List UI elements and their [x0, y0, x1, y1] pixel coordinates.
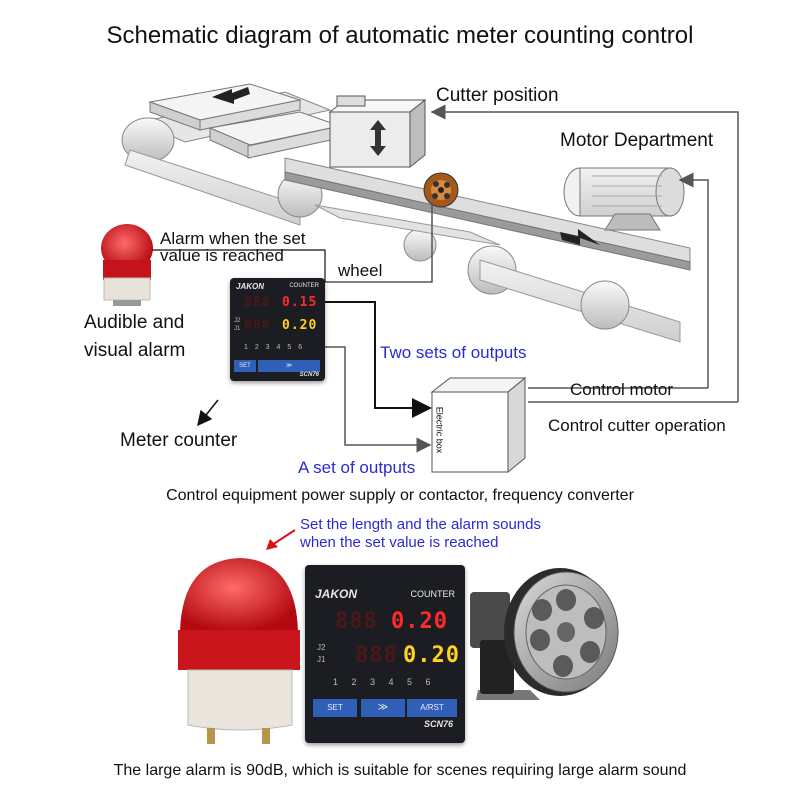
large-alarm-light — [178, 558, 300, 744]
bottom-caption: The large alarm is 90dB, which is suitab… — [113, 762, 687, 779]
wiring — [152, 249, 432, 453]
cutter-position-label: Cutter position — [436, 85, 559, 106]
control-motor-label: Control motor — [570, 380, 673, 399]
counter-top-value: 0.15 — [282, 295, 318, 310]
wheel-label: wheel — [338, 261, 383, 280]
alarm-when-label-line1: Alarm when the set — [160, 229, 306, 248]
counter-bottom-value-large: 0.20 — [403, 643, 460, 668]
audible-label-line2: visual alarm — [84, 340, 186, 361]
counter-j1-label-large: J1 — [317, 655, 326, 664]
control-equipment-caption: Control equipment power supply or contac… — [166, 487, 634, 504]
two-sets-outputs-label: Two sets of outputs — [380, 343, 527, 362]
cutter-unit — [328, 95, 427, 169]
counter-key-numbers: 1 2 3 4 5 6 — [244, 344, 303, 351]
set-length-note-line1: Set the length and the alarm sounds — [300, 516, 541, 533]
counter-bottom-dim-digits: 888 — [244, 318, 271, 333]
set-length-note-line2: when the set value is reached — [300, 534, 499, 551]
electric-box-label: Electric box — [434, 406, 445, 454]
counter-model: SCN76 — [299, 372, 319, 378]
counter-word-large: COUNTER — [410, 589, 456, 599]
large-measuring-wheel — [470, 568, 619, 700]
red-pointer-arrow — [266, 529, 296, 550]
counter-arrow-button[interactable]: ≫ — [258, 360, 320, 372]
upper-conveyor — [121, 83, 342, 226]
counter-word: COUNTER — [289, 283, 319, 289]
control-cutter-label: Control cutter operation — [548, 416, 726, 435]
counter-set-button-large[interactable]: SET — [313, 699, 357, 717]
meter-counter-label: Meter counter — [120, 430, 238, 451]
alarm-when-label-line2: value is reached — [160, 246, 284, 265]
counter-j1-label: J1 — [234, 326, 241, 332]
measuring-wheel-schematic — [423, 172, 459, 208]
counter-top-dim-digits: 888 — [244, 295, 271, 310]
motor-department-label: Motor Department — [560, 130, 714, 151]
counter-top-dim-digits-large: 888 — [335, 609, 378, 634]
counter-rst-button-large[interactable]: A/RST — [407, 699, 457, 717]
meter-counter-small: JAKON COUNTER 888 0.15 J2 J1 888 0.20 1 … — [230, 278, 325, 381]
counter-arrow-button-large[interactable]: ≫ — [361, 699, 405, 717]
meter-counter-large: JAKON COUNTER 888 0.20 J2 J1 888 0.20 1 … — [305, 565, 465, 743]
counter-top-value-large: 0.20 — [391, 609, 448, 634]
counter-j2-label: J2 — [234, 318, 241, 324]
counter-j2-label-large: J2 — [317, 643, 326, 652]
counter-brand: JAKON — [236, 282, 265, 291]
counter-key-numbers-large: 1 2 3 4 5 6 — [333, 677, 431, 687]
diagram-title: Schematic diagram of automatic meter cou… — [106, 22, 694, 49]
audible-label-line1: Audible and — [84, 312, 185, 333]
main-conveyor — [284, 157, 691, 343]
counter-bottom-dim-digits-large: 888 — [355, 643, 398, 668]
motor — [563, 167, 685, 231]
one-set-outputs-label: A set of outputs — [298, 458, 416, 477]
small-alarm-light — [101, 224, 153, 306]
counter-brand-large: JAKON — [315, 587, 358, 601]
electric-box — [430, 376, 527, 474]
feedback-lines — [325, 104, 739, 403]
counter-bottom-value: 0.20 — [282, 318, 318, 333]
counter-model-large: SCN76 — [423, 719, 453, 729]
counter-set-button[interactable]: SET — [234, 360, 256, 372]
